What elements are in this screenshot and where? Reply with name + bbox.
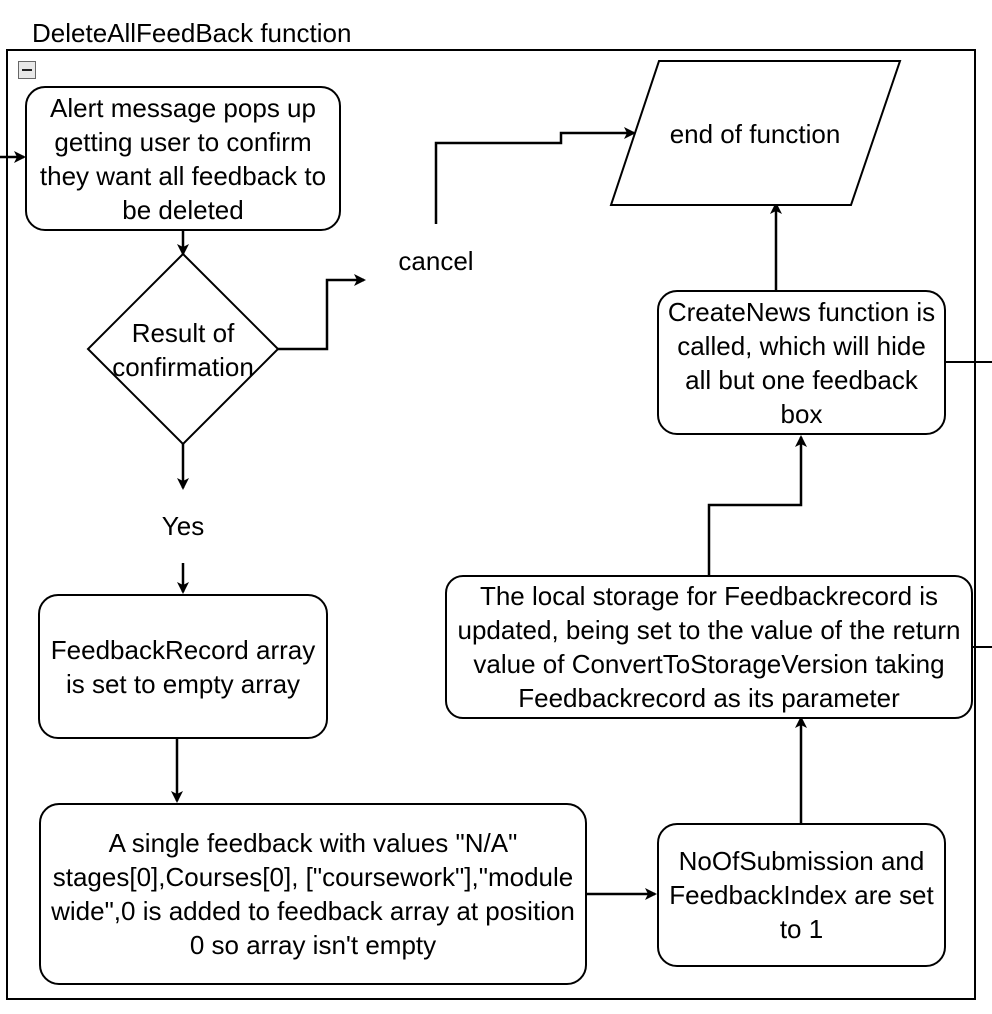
container-frame <box>6 49 976 1000</box>
collapse-toggle-icon[interactable] <box>18 61 36 79</box>
set-empty-node: FeedbackRecord array is set to empty arr… <box>38 594 328 739</box>
cancel-to-end-arrow <box>434 127 636 224</box>
cancel-label: cancel <box>398 246 474 276</box>
decision-diamond <box>86 252 280 446</box>
update-storage-node: The local storage for Feedbackrecord is … <box>445 575 973 719</box>
yes-label: Yes <box>161 511 205 541</box>
end-label: end of function <box>669 119 841 149</box>
set-index-node: NoOfSubmission and FeedbackIndex are set… <box>657 823 946 967</box>
create-news-node: CreateNews function is called, which wil… <box>657 290 946 435</box>
decision-label: Result of confirmation <box>112 318 254 382</box>
add-single-node: A single feedback with values "N/A" stag… <box>39 803 587 985</box>
update-storage-to-create-news-arrow <box>707 435 807 575</box>
container-title: DeleteAllFeedBack function <box>32 18 352 48</box>
end-parallelogram <box>609 60 902 206</box>
alert-node: Alert message pops up getting user to co… <box>25 86 341 231</box>
decision-to-cancel-arrow <box>278 274 366 351</box>
